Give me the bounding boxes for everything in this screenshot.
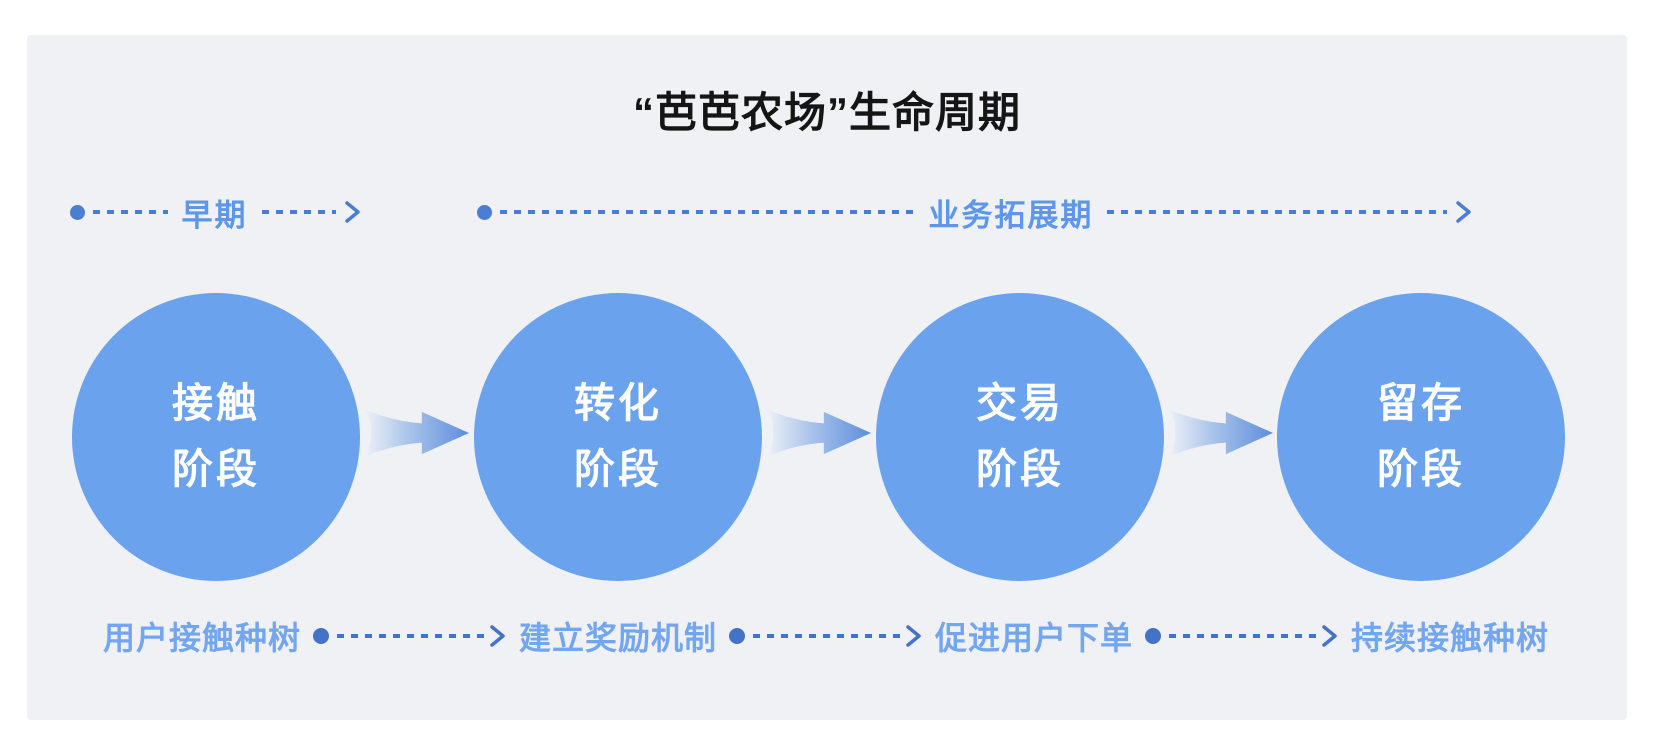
stage-name-line2: 阶段 xyxy=(574,446,662,492)
bottom-flow: 用户接触种树 建立奖励机制 促进用户下单 持续接触种树 xyxy=(103,615,1549,657)
step-arrow xyxy=(313,623,507,649)
step-label-4: 持续接触种树 xyxy=(1351,620,1550,656)
lifecycle-diagram-card: “芭芭农场”生命周期 早期 业务拓展期 接触 阶段 转化 阶段 交易 阶段 留存… xyxy=(27,35,1627,720)
stage-name-line2: 阶段 xyxy=(1377,446,1465,492)
step-arrow xyxy=(1145,623,1339,649)
stage-circle-transaction: 交易 阶段 xyxy=(876,293,1164,581)
dashed-line xyxy=(337,634,485,638)
step-arrow xyxy=(729,623,923,649)
arrow-head-icon xyxy=(1456,201,1471,223)
dashed-line xyxy=(261,210,336,214)
stage-transition-arrow-icon xyxy=(1170,409,1274,457)
arrow-start-dot-icon xyxy=(1145,628,1162,644)
stage-transition-arrow-icon xyxy=(366,409,470,457)
phase-label-early: 早期 xyxy=(181,197,248,233)
arrow-head-icon xyxy=(906,625,921,647)
arrow-head-icon xyxy=(490,625,505,647)
dashed-line xyxy=(1107,210,1447,214)
phase-arrow-expansion: 业务拓展期 xyxy=(477,195,1473,233)
stage-circle-retention: 留存 阶段 xyxy=(1277,293,1565,581)
step-label-1: 用户接触种树 xyxy=(103,620,302,656)
stage-transition-arrow-icon xyxy=(768,409,872,457)
stage-circle-conversion: 转化 阶段 xyxy=(474,293,762,581)
arrow-start-dot-icon xyxy=(729,628,746,644)
stage-name-line1: 留存 xyxy=(1377,380,1465,427)
arrow-start-dot-icon xyxy=(477,204,492,220)
dashed-line xyxy=(753,634,901,638)
stage-name-line2: 阶段 xyxy=(976,446,1064,492)
dashed-line xyxy=(93,210,168,214)
phase-label-expansion: 业务拓展期 xyxy=(928,197,1094,233)
stage-name-line1: 接触 xyxy=(172,380,260,427)
arrow-head-icon xyxy=(1322,625,1337,647)
stage-circle-contact: 接触 阶段 xyxy=(72,293,360,581)
arrow-start-dot-icon xyxy=(313,628,330,644)
page-title: “芭芭农场”生命周期 xyxy=(632,89,1021,136)
stage-name-line2: 阶段 xyxy=(172,446,260,492)
step-label-2: 建立奖励机制 xyxy=(519,620,718,656)
arrow-start-dot-icon xyxy=(70,204,85,220)
phase-arrow-early: 早期 xyxy=(70,195,362,233)
stage-name-line1: 转化 xyxy=(574,380,662,427)
step-label-3: 促进用户下单 xyxy=(935,620,1134,656)
arrow-head-icon xyxy=(345,201,360,223)
stage-name-line1: 交易 xyxy=(976,380,1064,427)
dashed-line xyxy=(1169,634,1317,638)
dashed-line xyxy=(500,210,915,214)
